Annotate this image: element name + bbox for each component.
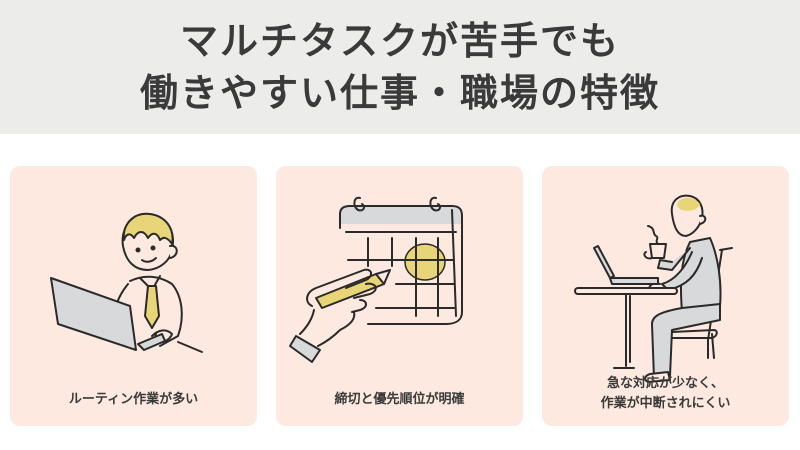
card-label: ルーティン作業が多い: [68, 392, 199, 407]
card-label-line-2: 作業が中断されにくい: [600, 396, 731, 411]
page-title-line-1: マルチタスクが苦手でも: [179, 19, 620, 63]
hand-circling-calendar-date-illustration: [289, 196, 463, 363]
card-label: 締切と優先順位が明確: [334, 392, 465, 407]
person-at-desk-with-coffee-illustration: [574, 194, 733, 383]
feature-card-clear-deadlines: 締切と優先順位が明確: [276, 166, 523, 426]
feature-card-few-interruptions: 急な対応が少なく、 作業が中断されにくい: [542, 166, 789, 426]
card-label: 急な対応が少なく、 作業が中断されにくい: [542, 374, 789, 414]
card-label-line-1: 急な対応が少なく、: [606, 376, 724, 391]
header-banner: マルチタスクが苦手でも 働きやすい仕事・職場の特徴: [0, 0, 800, 134]
feature-card-routine-work: ルーティン作業が多い: [10, 166, 257, 426]
page-title-line-2: 働きやすい仕事・職場の特徴: [139, 71, 660, 115]
man-working-on-laptop-illustration: [50, 212, 203, 353]
